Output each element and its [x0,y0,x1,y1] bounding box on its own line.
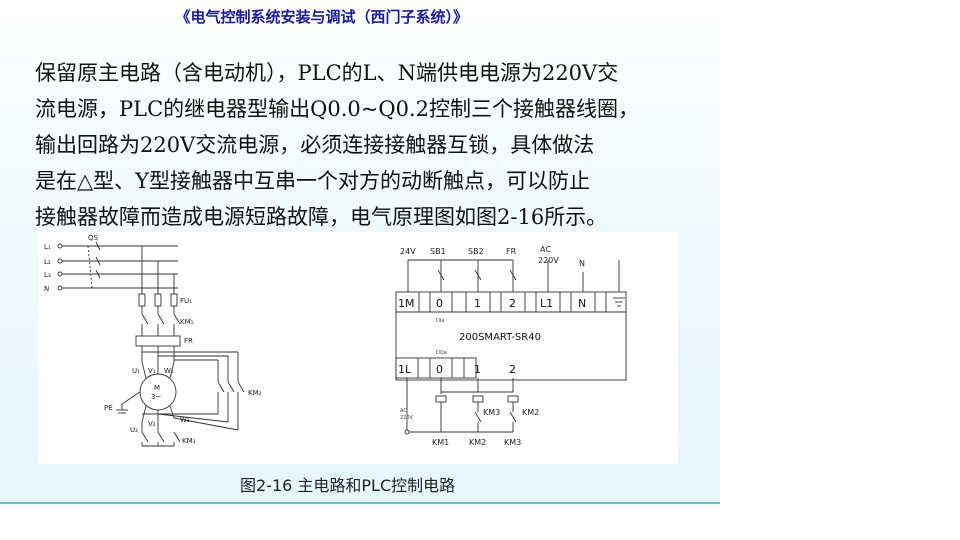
km3-interlock-label: KM3 [483,408,500,417]
v1-label: V₁ [148,367,156,375]
line-l3-label: L₃ [44,271,51,279]
coil-label: KM2 [469,438,486,447]
plc-model-label: 200SMART-SR40 [459,332,541,343]
body-line: 接触器故障而造成电源短路故障，电气原理图如图2-16所示。 [35,205,608,229]
pe-label: PE [104,404,113,412]
v2-label: V₂ [148,420,156,428]
ac-output-label: AC [400,408,407,414]
input-terminal: 1M [398,297,415,310]
motor-label: M [154,384,160,392]
course-title: 《电气控制系统安装与调试（西门子系统）》 [175,8,468,26]
fu1-label: FU₁ [180,297,192,305]
output-terminal: 1L [398,363,412,376]
w2-label: W₂ [180,416,190,424]
sb2-label: SB2 [468,247,484,256]
output-group-label: DQa [436,350,447,356]
input-group-label: DIa [436,318,444,324]
input-terminal: N [578,297,586,310]
km1-label: KM₁ [180,318,194,326]
fr-label: FR [184,337,193,345]
coil-label: KM1 [432,438,449,447]
ac-voltage-label: 220V [538,256,559,265]
sb1-label: SB1 [430,247,446,256]
coil-label: KM3 [504,438,521,447]
input-terminal: L1 [540,297,553,310]
u1-label: U₁ [132,367,140,375]
circuit-diagram: L₁ L₂ L₃ N QS FU₁ KM₁ FR U₁ V₁ W₁ M 3~ P… [44,234,627,447]
ac-output-voltage-label: 220V [400,415,414,421]
output-terminal: 2 [509,363,516,376]
figure-caption: 图2-16 主电路和PLC控制电路 [240,476,456,495]
km2-interlock-label: KM2 [522,408,539,417]
w1-label: W₁ [164,367,174,375]
input-terminal: 1 [474,297,481,310]
input-terminal: 0 [436,297,443,310]
km2-label: KM₂ [248,389,262,397]
line-l1-label: L₁ [44,243,51,251]
supply-24v-label: 24V [400,247,416,256]
body-paragraph: 保留原主电路（含电动机），PLC的L、N端供电电源为220V交 流电源，PLC的… [35,55,685,235]
line-l2-label: L₂ [44,258,51,266]
bottom-divider [0,502,720,504]
u2-label: U₂ [130,426,138,434]
motor-phase-label: 3~ [151,393,161,401]
body-line: 流电源，PLC的继电器型输出Q0.0~Q0.2控制三个接触器线圈， [35,97,639,121]
figure: L₁ L₂ L₃ N QS FU₁ KM₁ FR U₁ V₁ W₁ M 3~ P… [38,232,678,464]
slide: 《电气控制系统安装与调试（西门子系统）》 保留原主电路（含电动机），PLC的L、… [0,0,720,505]
ac-label: AC [540,245,551,254]
fr-input-label: FR [506,247,517,256]
ground-icon [613,297,625,307]
output-terminal: 1 [474,363,481,376]
n-supply-label: N [579,259,585,268]
km3-label: KM₃ [182,437,196,445]
qs-label: QS [88,234,99,242]
output-terminal: 0 [436,363,443,376]
input-terminal: 2 [509,297,516,310]
line-n-label: N [44,285,49,293]
body-line: 输出回路为220V交流电源，必须连接接触器互锁，具体做法 [35,133,595,157]
body-line: 保留原主电路（含电动机），PLC的L、N端供电电源为220V交 [35,61,619,85]
body-line: 是在△型、Y型接触器中互串一个对方的动断触点，可以防止 [35,169,591,193]
